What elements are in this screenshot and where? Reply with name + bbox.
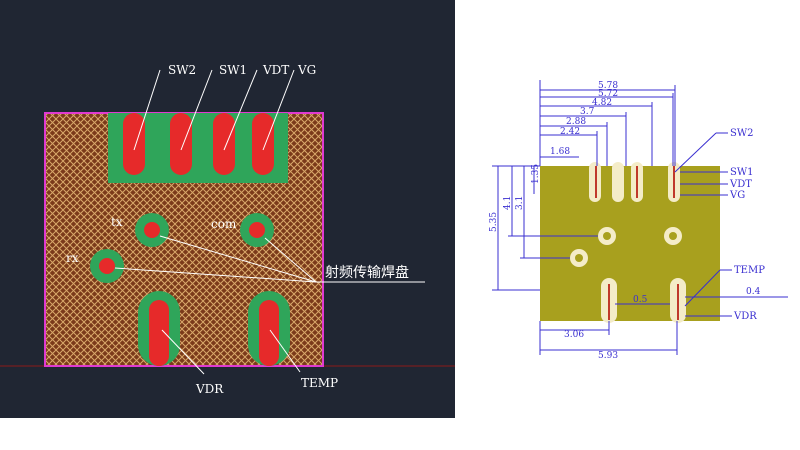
dimension-texts: 5.78 5.72 4.82 3.7 2.88 2.42 1.68 5.35 4… [489,81,761,361]
pin-label-vdr: VDR [733,311,757,322]
dimension-lines [492,80,788,355]
dim-inner-0: 0.5 [633,295,648,305]
label-rx: rx [66,251,79,265]
leader-lines [114,69,425,375]
label-temp: TEMP [301,376,338,390]
dim-bottom-1: 5.93 [598,351,618,361]
label-sw1: SW1 [219,63,247,77]
pin-label-temp: TEMP [734,265,765,276]
label-com: com [211,217,237,231]
pin-label-sw1: SW1 [730,167,754,178]
label-vg: VG [297,63,316,77]
dim-top-4: 2.88 [566,117,586,127]
pcb-footprint-panel: SW2 SW1 VDT VG tx com rx 射频传输焊盘 VDR TEMP [0,0,455,418]
pcb-footprint-drawing: SW2 SW1 VDT VG tx com rx 射频传输焊盘 VDR TEMP [0,63,455,396]
label-vdt: VDT [262,63,289,77]
dim-left-3: 1.35 [531,164,541,184]
label-sw2: SW2 [168,63,196,77]
pin-labels: SW2 SW1 VDT VG TEMP VDR [729,128,765,322]
pad-vg [252,113,274,175]
dim-left-0: 5.35 [489,212,499,232]
top-slots [589,162,680,202]
label-vdr: VDR [195,382,224,396]
dim-top-5: 2.42 [560,127,580,137]
dim-top-6: 1.68 [550,147,570,157]
dim-top-0: 5.78 [598,81,618,91]
dim-top-1: 5.72 [598,89,618,99]
rf-pad-annotation: 射频传输焊盘 [325,264,409,281]
dim-bottom-0: 3.06 [564,330,584,340]
pin-label-vdt: VDT [729,179,752,190]
dim-left-1: 4.1 [503,196,513,210]
dim-top-2: 4.82 [592,98,612,108]
pin-label-vg: VG [729,190,745,201]
pad-vdt [213,113,235,175]
top-pads [123,113,274,175]
pad-temp [259,300,279,366]
pad-sw1 [170,113,192,175]
pad-sw2 [123,113,145,175]
dimension-drawing-panel: 5.78 5.72 4.82 3.7 2.88 2.42 1.68 5.35 4… [470,60,800,370]
dim-left-2: 3.1 [515,196,525,210]
label-tx: tx [111,215,123,229]
pin-label-sw2: SW2 [730,128,754,139]
dimension-drawing: 5.78 5.72 4.82 3.7 2.88 2.42 1.68 5.35 4… [489,80,788,361]
pad-vdr [149,300,169,366]
dim-top-3: 3.7 [580,107,595,117]
dim-inner-1: 0.4 [746,287,761,297]
